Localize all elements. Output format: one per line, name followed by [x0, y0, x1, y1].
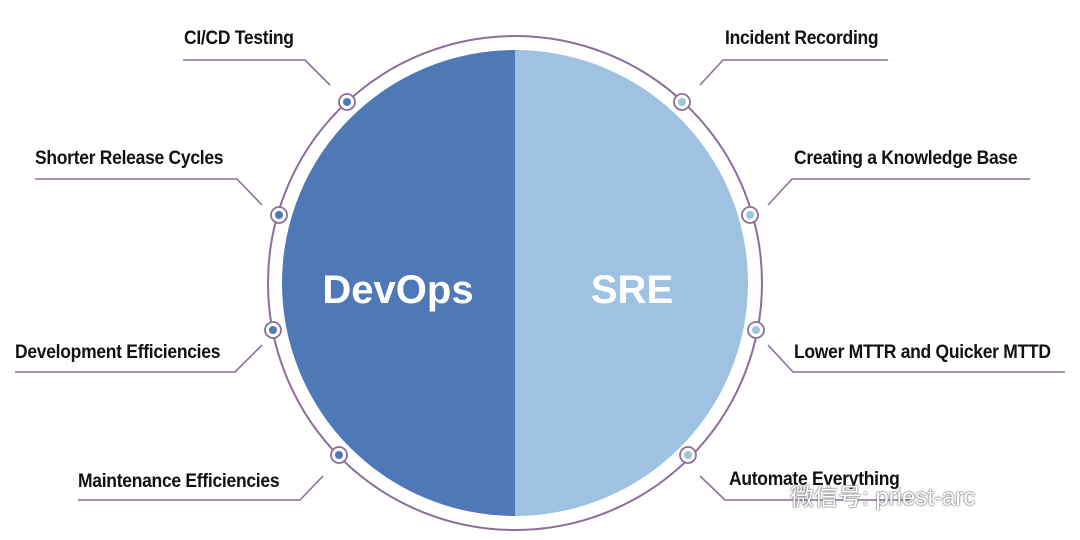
watermark: 微信号: priest-arc	[790, 484, 976, 511]
leader-incident	[699, 59, 888, 86]
label-maintenance: Maintenance Efficiencies	[78, 471, 280, 492]
leader-automate	[699, 475, 910, 501]
label-automate: Automate Everything	[729, 469, 900, 490]
outer-ring	[267, 35, 763, 531]
leader-development	[15, 344, 263, 373]
devops-title: DevOps	[322, 268, 473, 312]
label-ci-cd: CI/CD Testing	[184, 28, 294, 49]
label-mttr: Lower MTTR and Quicker MTTD	[794, 342, 1051, 363]
leader-ci-cd	[183, 59, 331, 86]
sre-half	[515, 50, 748, 516]
leader-maintenance	[78, 475, 324, 501]
leader-shorter-release	[35, 178, 263, 206]
leader-knowledge	[767, 178, 1030, 206]
label-shorter-release: Shorter Release Cycles	[35, 148, 224, 169]
sre-title: SRE	[591, 268, 673, 312]
label-development: Development Efficiencies	[15, 342, 221, 363]
leader-mttr	[767, 344, 1065, 373]
label-knowledge: Creating a Knowledge Base	[794, 148, 1018, 169]
label-incident: Incident Recording	[725, 28, 879, 49]
devops-half	[282, 50, 515, 516]
